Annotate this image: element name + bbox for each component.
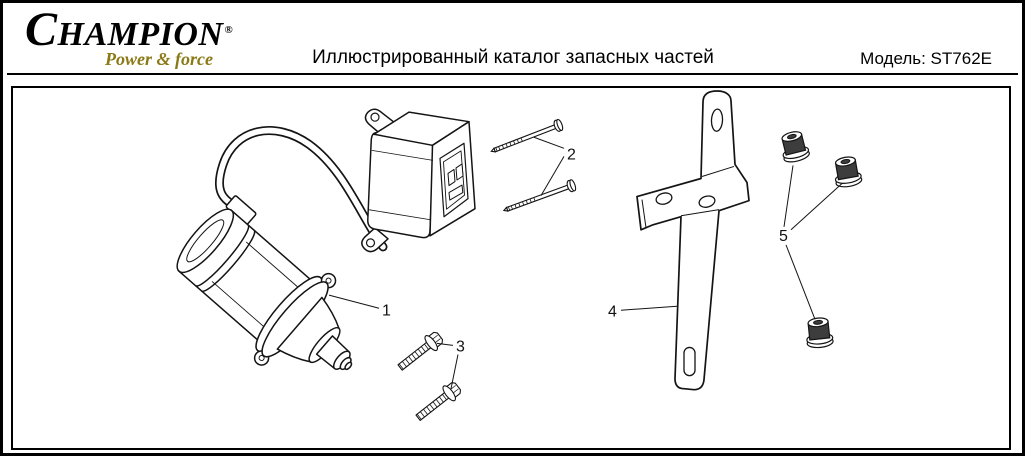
mounting-screw (490, 118, 564, 153)
brand-tagline: Power & force (105, 48, 213, 69)
leader-lines (328, 136, 843, 389)
leader-line (790, 183, 843, 231)
leader-line (540, 156, 565, 196)
flange-nut (781, 131, 810, 163)
leader-line (783, 165, 794, 227)
callout-5: 5 (779, 227, 788, 245)
leader-line (450, 354, 459, 389)
brand-text: CHAMPION (25, 3, 224, 56)
header-divider (7, 73, 1018, 75)
flange-bolt (415, 382, 462, 422)
leader-line (436, 342, 454, 346)
leader-line (785, 244, 816, 320)
model-label: Модель: ST762E (860, 49, 992, 68)
catalog-title: Иллюстрированный каталог запасных частей (312, 47, 714, 68)
leader-line (620, 305, 678, 311)
leader-line (533, 136, 565, 149)
parts-diagram: 1 2 3 4 5 (11, 86, 1011, 450)
solenoid-connector (361, 108, 476, 253)
mounting-bracket (636, 90, 750, 391)
callout-3: 3 (456, 337, 465, 355)
callout-1: 1 (382, 301, 391, 319)
leader-line (328, 294, 380, 309)
brand-name: CHAMPION® (25, 7, 255, 53)
registered-trademark: ® (224, 23, 234, 36)
flange-nut (806, 317, 834, 349)
callout-2: 2 (567, 145, 576, 163)
mounting-screw (502, 179, 577, 212)
starter-motor (176, 195, 353, 371)
brand-logo: CHAMPION® Power & force (25, 7, 255, 70)
flange-nut (834, 156, 863, 188)
flange-bolt (397, 331, 444, 371)
callout-4: 4 (608, 302, 617, 320)
parts-diagram-svg: 1 2 3 4 5 (176, 90, 863, 422)
power-cable (215, 126, 388, 252)
callouts: 1 2 3 4 5 (382, 145, 788, 355)
